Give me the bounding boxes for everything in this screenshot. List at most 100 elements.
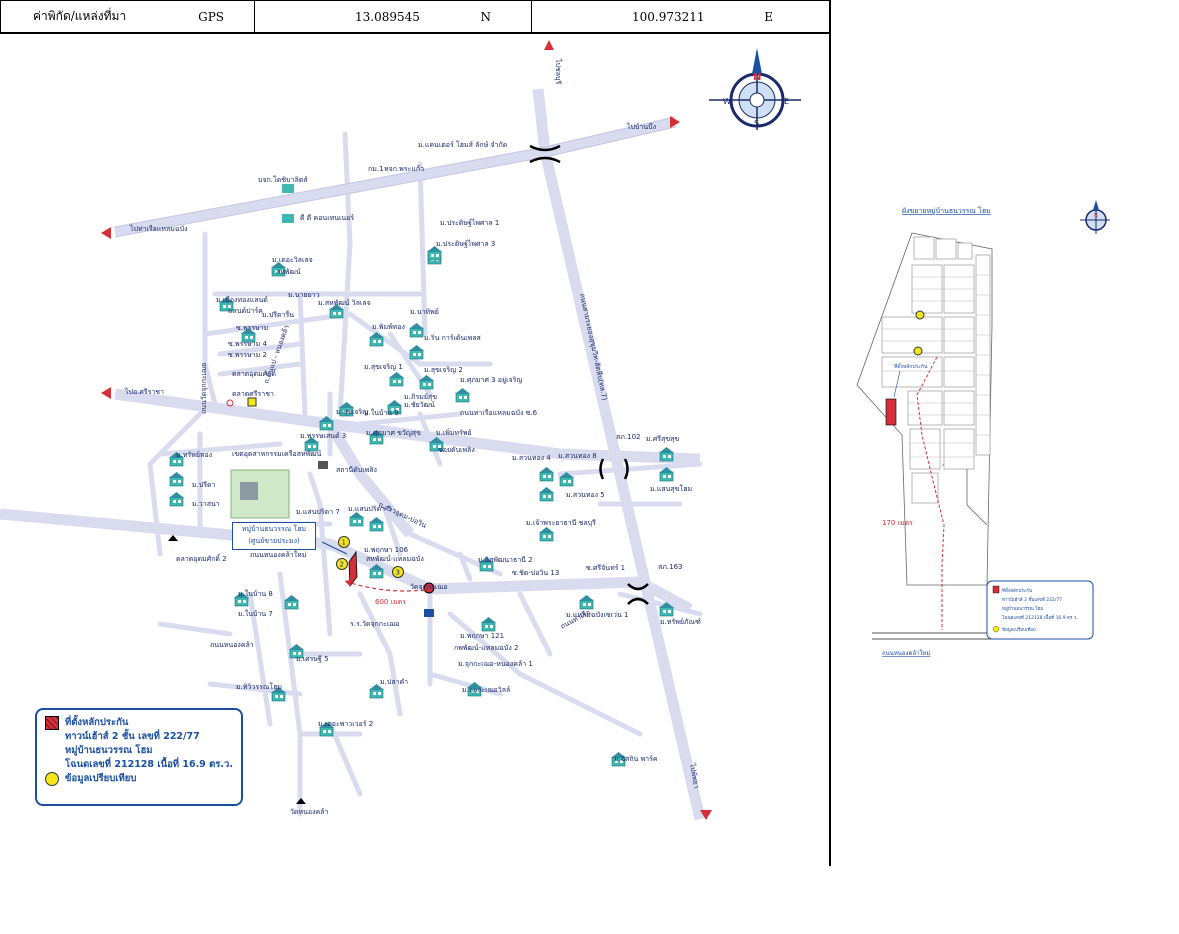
detail-distance-label: 170 เมตร (882, 519, 913, 527)
detail-legend: ที่ตั้งหลักประกัน ทาวน์เฮ้าส์ 2 ชั้นเลขท… (986, 580, 1094, 640)
temple-icon (168, 535, 178, 541)
landmark-label: ม.จุกกะเฌอ-หนองคล้า 1 (458, 660, 533, 668)
landmark-label: ม.อิสพัฒนาธานี 2 (478, 556, 533, 564)
landmark-label: ซ.พรรษาม 4 (228, 340, 267, 348)
landmark-label: หจก.พระแก้ว (384, 165, 424, 173)
factory-building-icon (240, 482, 258, 500)
temple-icon (423, 582, 435, 594)
lot-dividers (882, 274, 990, 458)
compass-e: E (784, 97, 789, 106)
comparable-1-marker[interactable] (338, 536, 350, 548)
landmark-label: สภ.102 (616, 433, 640, 441)
detail-legend-line: ข้อมูลเปรียบเทียบ (1002, 627, 1036, 633)
callout-line-2: (ศูนย์ขายประมง) (248, 537, 300, 545)
landmark-label: ม.นาทิพย์ (410, 308, 439, 316)
landmark-label: ม.แคนเตอร์ โฮมส์ ลักษ์ จำกัด (418, 140, 507, 149)
landmark-symbols (168, 184, 435, 804)
landmark-label: ซ.พรรษาม 2 (228, 351, 267, 359)
comparable-3-label: 3 (396, 569, 400, 577)
landmark-label: กม.1 (368, 165, 384, 173)
landmark-label: ม.ทิวิวรรณโฮม (236, 682, 282, 691)
location-map[interactable]: ไปชลบุรี ไปบ้านบึง ไปท่าเรือแหลมฉบัง ไปอ… (0, 34, 829, 866)
landmark-label: ม.สวนทอง 8 (558, 452, 597, 460)
landmark-label: ม.ภิรมย์สุข (404, 393, 437, 401)
overpass-symbols (529, 144, 649, 605)
landmark-label: กพพัฒน์-แหลมฉบัง 2 (454, 644, 518, 652)
landmark-label: ม.สวนทอง 5 (566, 491, 605, 499)
detail-legend-line: โฉนดเลขที่ 212128 เนื้อที่ 16.9 ตร.ว. (1002, 614, 1078, 621)
landmark-label: ม.ในบ้าน 8 (238, 589, 273, 598)
detail-legend-line: ทาวน์เฮ้าส์ 2 ชั้นเลขที่ 222/77 (1002, 596, 1062, 603)
subject-callout: หมู่บ้านธนวรรณ โฮม (ศูนย์ขายประมง) (232, 522, 316, 550)
landmark-label: ม.ปลาคำ (380, 678, 408, 686)
legend-comparable-label: ข้อมูลเปรียบเทียบ (65, 773, 137, 784)
wat-road-label: ถนนวัดจุกกะเฌอ (200, 363, 208, 414)
landmark-label: ม.เมืองทองแลนด์ (216, 296, 268, 304)
fire-station-icon (318, 461, 328, 469)
detail-comparable-marker[interactable] (913, 346, 923, 356)
village-detail-map[interactable]: ผังขยายหมู่บ้านธนวรรณ โฮม N (852, 185, 1122, 675)
landmark-label: ม.ริน การ์เด้นเพลส (424, 334, 482, 342)
latitude-direction: N (480, 9, 492, 24)
landmark-label: แลนด์ปาร์ค (228, 307, 263, 315)
landmark-labels: ม.แคนเตอร์ โฮมส์ ลักษ์ จำกัด กม.1 หจก.พร… (176, 140, 701, 816)
legend-subject-title: ที่ตั้งหลักประกัน (65, 717, 129, 728)
landmark-label: ร.ร.วัดจุกกะเฌอ (350, 620, 399, 628)
landmark-label: ม.สุขเจริญ (336, 408, 368, 416)
detail-map-title: ผังขยายหมู่บ้านธนวรรณ โฮม (902, 206, 991, 215)
detail-pin-label: ที่ตั้งหลักประกัน (894, 361, 928, 370)
landmark-label: ม.เดอะพาวเวอร์ 2 (318, 720, 373, 728)
landmark-label: สภ.163 (658, 563, 682, 571)
landmark-label: สหพัฒน์ (276, 268, 301, 276)
landmark-label: ม.ปรีดารื่น (262, 310, 294, 319)
landmark-label: ม.ศุภมาศ ขวัญสุข (366, 429, 421, 437)
detail-compass-rose: N (1080, 200, 1110, 234)
factory-icon (282, 214, 294, 223)
legend-comparable-row: ข้อมูลเปรียบเทียบ (45, 772, 233, 786)
comparable-markers[interactable]: 1 2 3 (336, 536, 404, 578)
landmark-label: ม.แสนปริดา 5 (348, 505, 392, 513)
compass-w: W (723, 97, 731, 106)
legend-subject-line: โฉนดเลขที่ 212128 เนื้อที่ 16.9 ตร.ว. (65, 759, 233, 770)
landmark-label: ดี ดี คอนเทนเนอร์ (300, 214, 354, 222)
comparable-3-marker[interactable] (392, 566, 404, 578)
comparable-1-label: 1 (342, 539, 346, 547)
subject-property-marker[interactable] (321, 541, 358, 588)
detail-comparable-marker[interactable] (915, 310, 925, 320)
coordinate-header: ค่าพิกัด/แหล่งที่มา GPS 13.089545 N 100.… (0, 0, 830, 33)
legend-subject-line: ทาวน์เฮ้าส์ 2 ชั้น เลขที่ 222/77 (65, 731, 200, 742)
detail-legend-line: ที่ตั้งหลักประกัน (1002, 587, 1032, 594)
landmark-label: เขตอุตสาหกรรมเครือสหพัฒน์ (232, 450, 322, 458)
callout-line-1: หมู่บ้านธนวรรณ โฮม (241, 525, 307, 533)
comparable-2-marker[interactable] (336, 558, 348, 570)
industrial-estate-icon (230, 469, 290, 519)
landmark-label: ม.ทรัพย์ภัณฑ์ (660, 618, 701, 626)
landmark-label: ม.สวนทอง 4 (512, 454, 551, 462)
temple-icon (296, 798, 306, 804)
distance-arrow (344, 579, 426, 592)
landmark-label: ม.อิสถิน พาร์ค (614, 755, 658, 763)
landmark-label: ตลาดอุดมศักดิ์ 2 (176, 553, 227, 563)
landmark-label: ตลาดศรีราชา (232, 390, 274, 398)
landmark-label: ตลาดอุดมศักดิ์ (232, 368, 277, 378)
header-divider (0, 33, 830, 34)
nong-kham-old-label: ถนนหนองคล้า (210, 641, 254, 649)
school-icon (424, 609, 434, 617)
soi6-label: ถนนท่าเรือแหลมฉบัง ซ.6 (460, 409, 538, 417)
landmark-label: ม.เศรษฐี 5 (296, 655, 329, 663)
shop-icon (247, 397, 257, 407)
landmark-label: ซ.พรรษาม (236, 324, 268, 332)
landmark-label: ม.เพิ่มทรัพย์ (436, 428, 472, 437)
longitude-cell: 100.973211 E (532, 1, 829, 32)
coordinate-source: GPS (198, 9, 224, 24)
landmark-label: ม.พรรษเสนต์ 3 (300, 432, 346, 440)
landmark-label: ม.เจ้าพระยาธานี ชลบุรี (526, 519, 596, 527)
nong-kham-label: ถนนหนองคล้าใหม่ (250, 550, 306, 559)
landmark-label: ม.ศุภมาศ 3 อยู่เจริญ (460, 376, 522, 384)
longitude-value: 100.973211 (632, 9, 705, 24)
direction-arrows (101, 40, 712, 820)
landmark-label: สถานีดับเพลิง (336, 466, 377, 474)
latitude-value: 13.089545 (355, 9, 420, 24)
landmark-label: ม.สหพัฒน์ วิลเลจ (318, 299, 371, 307)
detail-subject-lot[interactable] (885, 398, 897, 426)
